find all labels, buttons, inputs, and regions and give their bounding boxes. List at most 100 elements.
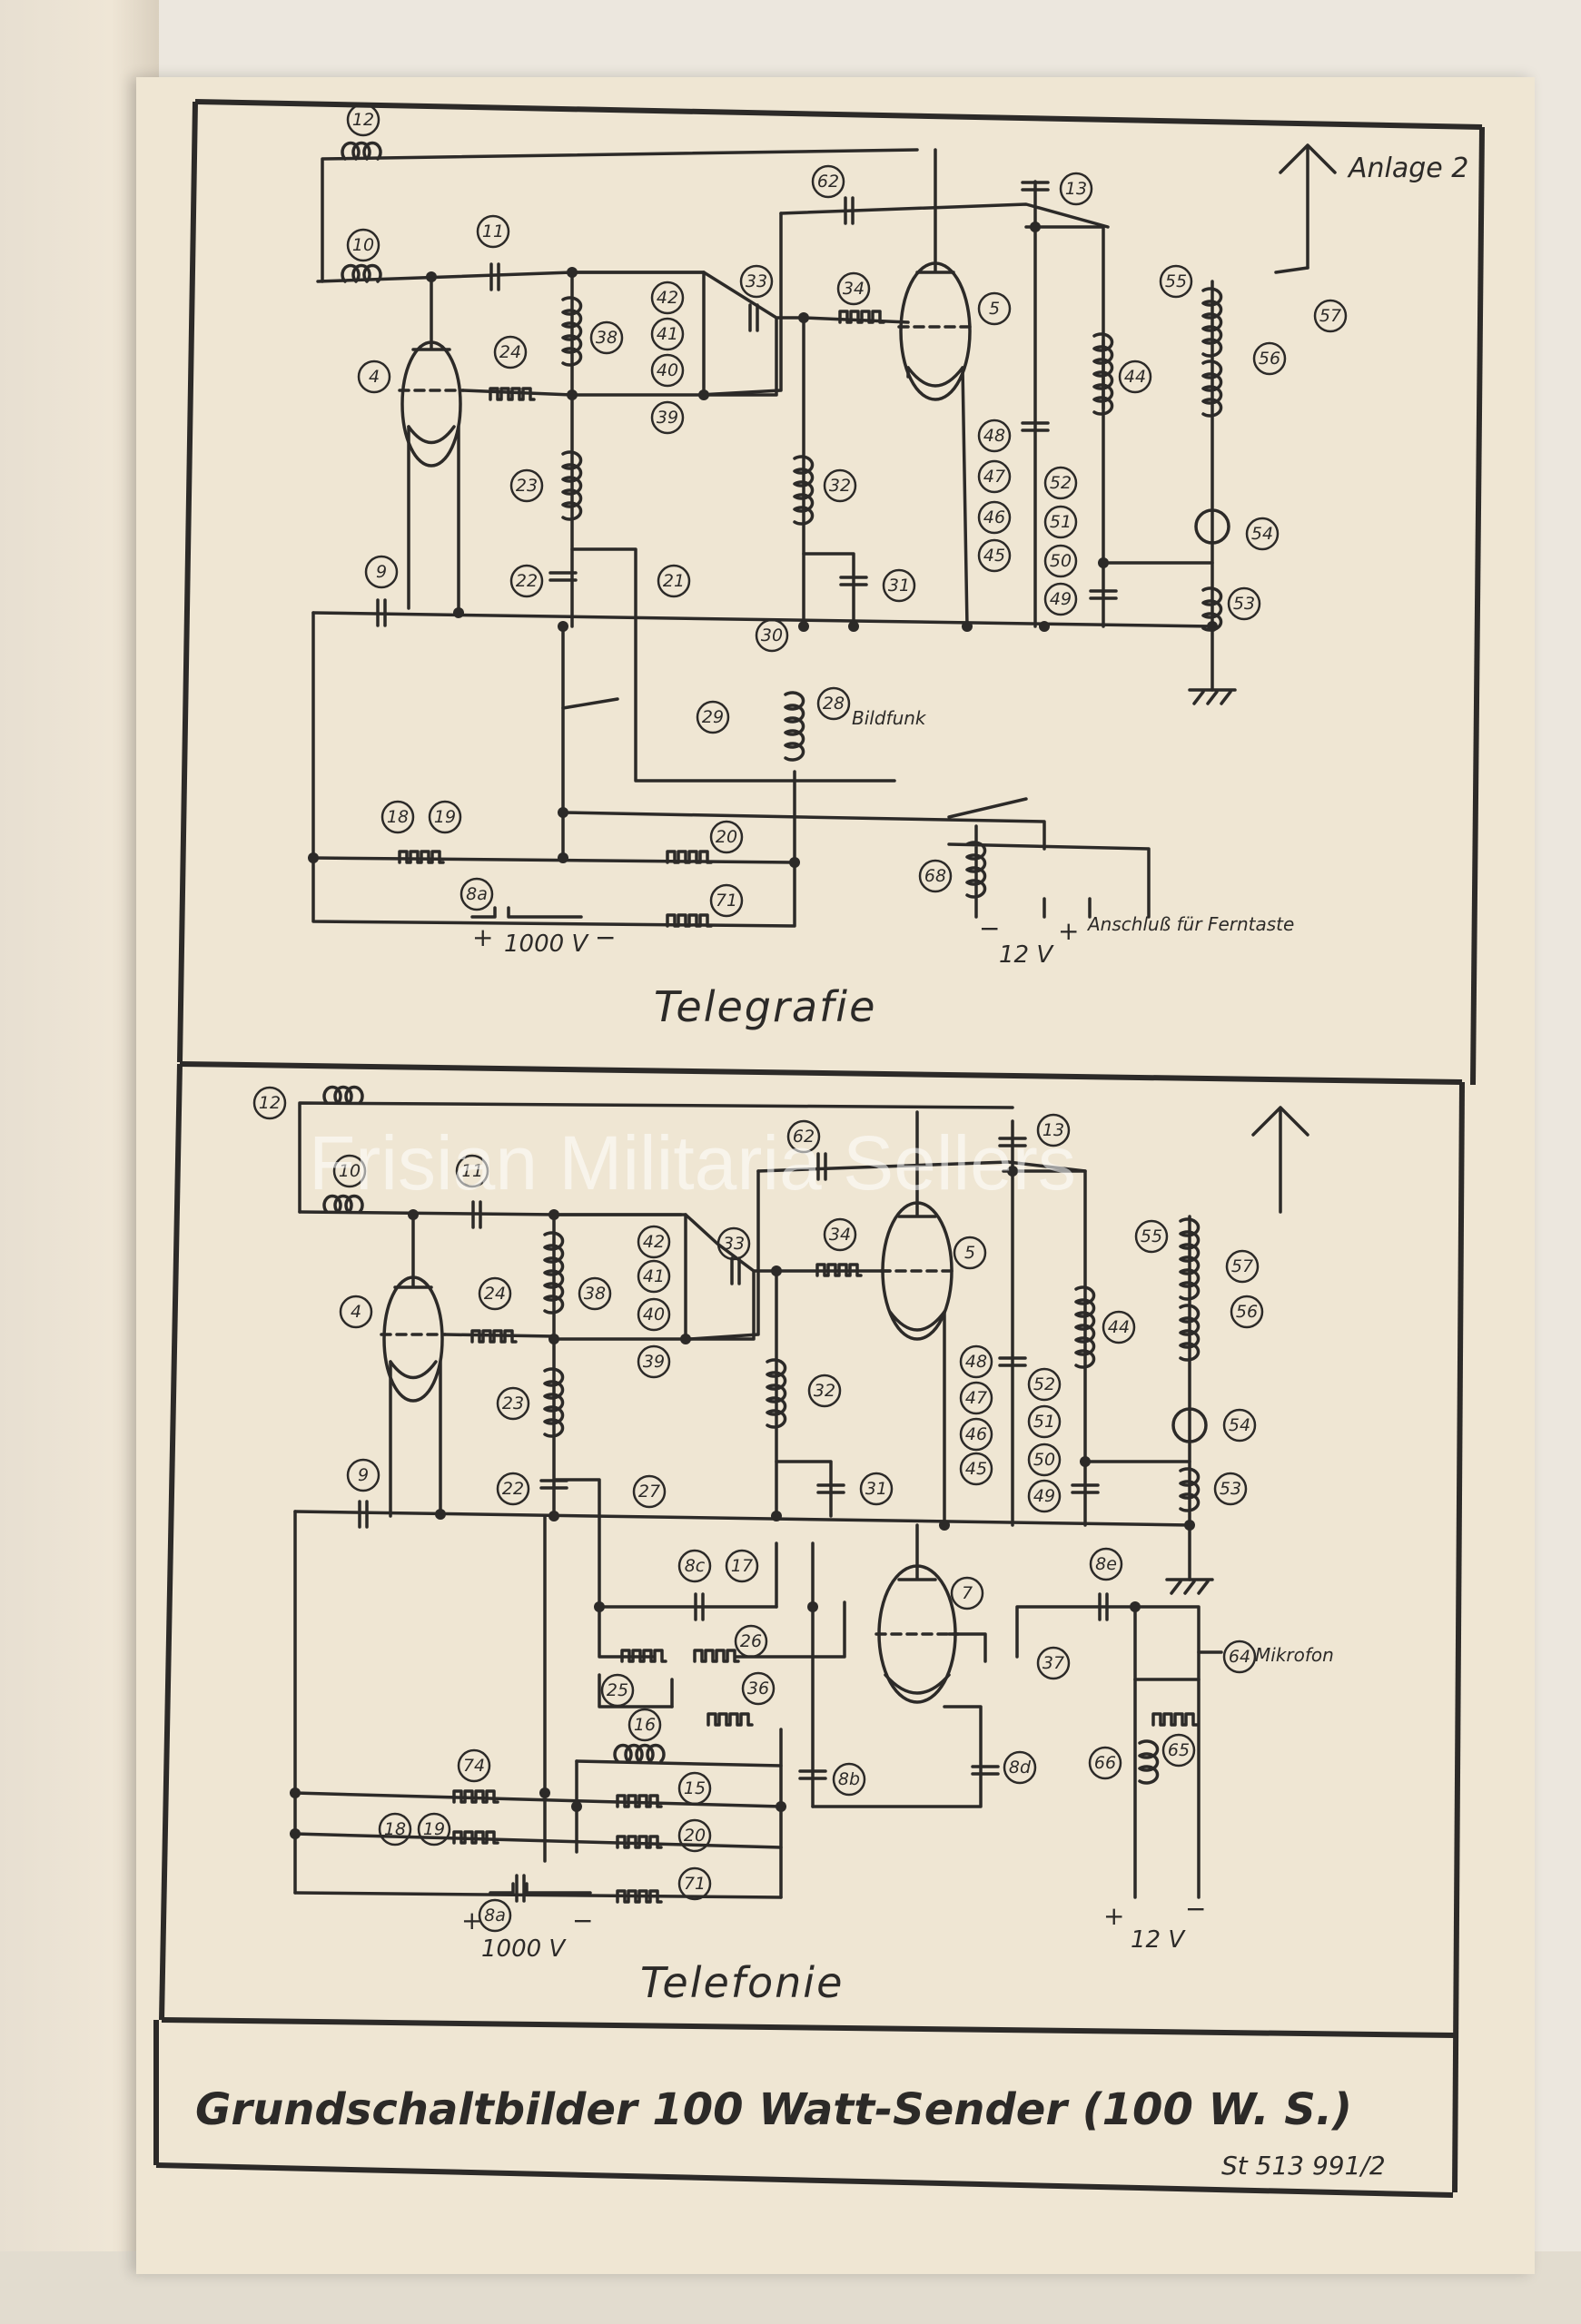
svg-text:5: 5	[989, 299, 1000, 319]
junction-dot	[1030, 222, 1041, 232]
resistor-15	[616, 1794, 663, 1808]
telegrafie-circuit	[311, 143, 1337, 928]
junction-dot	[789, 857, 800, 868]
svg-text:24: 24	[484, 1284, 506, 1304]
svg-text:28: 28	[823, 694, 845, 714]
coil-57	[1201, 359, 1223, 418]
svg-text:5: 5	[964, 1243, 975, 1263]
svg-text:39: 39	[657, 408, 678, 428]
svg-text:42: 42	[657, 288, 678, 308]
telefonie-component-callout: 56	[1230, 1295, 1264, 1329]
page-frame	[153, 99, 1485, 2198]
svg-text:38: 38	[596, 328, 618, 348]
capacitor-13	[1021, 181, 1050, 192]
svg-text:36: 36	[747, 1679, 769, 1699]
telegrafie-component-callout: 46	[977, 500, 1012, 535]
junction-dot	[548, 1209, 559, 1220]
junction-dot	[798, 621, 809, 632]
telefonie-component-callout: 31	[859, 1472, 894, 1506]
telegrafie-component-callout: 24	[493, 335, 528, 369]
telefonie-component-callout: 44	[1102, 1310, 1136, 1344]
capacitor-9	[358, 1500, 369, 1529]
telefonie-component-callout: 64	[1222, 1640, 1257, 1674]
junction-dot	[848, 621, 859, 632]
svg-text:66: 66	[1094, 1753, 1116, 1773]
telefonie-component-callout: 37	[1036, 1646, 1071, 1680]
svg-text:8d: 8d	[1009, 1758, 1032, 1777]
svg-text:55: 55	[1165, 271, 1187, 291]
svg-text:47: 47	[965, 1388, 987, 1408]
telefonie-component-callout: 8e	[1089, 1547, 1123, 1581]
junction-dot	[435, 1509, 446, 1520]
svg-text:71: 71	[716, 891, 737, 911]
svg-text:56: 56	[1259, 349, 1280, 369]
svg-text:45: 45	[983, 546, 1005, 566]
junction-dot	[539, 1787, 550, 1798]
junction-dot	[571, 1801, 582, 1812]
svg-text:38: 38	[584, 1284, 606, 1304]
svg-text:25: 25	[607, 1680, 628, 1700]
telegrafie-component-callout: 38	[589, 320, 624, 355]
telefonie-component-callout: 55	[1134, 1219, 1169, 1254]
telefonie-component-callout: 51	[1027, 1404, 1062, 1439]
junction-dot	[594, 1601, 605, 1612]
svg-text:10: 10	[339, 1161, 361, 1181]
telefonie-component-callout: 48	[959, 1344, 993, 1379]
junction-dot	[962, 621, 973, 632]
svg-text:12: 12	[352, 110, 374, 130]
resistor-24	[470, 1329, 518, 1344]
telefonie-component-callout: 74	[457, 1748, 491, 1783]
telegrafie-component-callout: 47	[977, 459, 1012, 494]
telegrafie-title: Telegrafie	[654, 982, 876, 1031]
microphone-label: Mikrofon	[1255, 1644, 1334, 1666]
svg-text:27: 27	[638, 1482, 660, 1502]
resistor-74	[452, 1789, 499, 1804]
junction-dot	[771, 1265, 782, 1276]
svg-text:68: 68	[924, 866, 946, 886]
telegrafie-component-callout: 55	[1159, 264, 1193, 299]
svg-text:44: 44	[1108, 1317, 1130, 1337]
coil-44	[1092, 332, 1114, 416]
telefonie-component-callout: 11	[455, 1154, 489, 1188]
telegrafie-component-callout: 45	[977, 538, 1012, 573]
junction-dot	[698, 389, 709, 400]
telegrafie-component-callout: 62	[811, 164, 845, 199]
document-number: St 513 991/2	[1221, 2151, 1386, 2181]
coil-12	[341, 141, 382, 161]
svg-text:32: 32	[814, 1381, 835, 1401]
svg-text:18: 18	[387, 807, 409, 827]
capacitor-11	[471, 1200, 482, 1229]
telefonie-component-callout: 33	[716, 1226, 751, 1261]
telefonie-component-callout: 42	[637, 1225, 671, 1259]
capacitor-48	[998, 1356, 1027, 1367]
svg-text:8a: 8a	[466, 884, 488, 904]
resistor-26	[693, 1649, 740, 1663]
remote-key-label: Anschluß für Ferntaste	[1086, 913, 1294, 935]
telegrafie-component-callout: 49	[1043, 582, 1078, 616]
svg-text:8b: 8b	[838, 1769, 860, 1789]
coil-38	[543, 1231, 565, 1315]
resistor-19	[452, 1830, 499, 1845]
telefonie-component-callout: 15	[677, 1771, 712, 1806]
svg-text:54: 54	[1229, 1415, 1250, 1435]
top-12v-plus: +	[1058, 916, 1079, 946]
telefonie-component-callout: 12	[252, 1086, 287, 1120]
capacitor-8b	[798, 1769, 827, 1780]
capacitor-22	[539, 1479, 568, 1490]
svg-text:33: 33	[746, 271, 767, 291]
svg-text:9: 9	[376, 562, 387, 582]
telegrafie-component-callout: 33	[739, 264, 774, 299]
telefonie-component-callout: 62	[786, 1119, 821, 1154]
junction-dot	[290, 1787, 301, 1798]
telefonie-component-callout: 39	[637, 1344, 671, 1379]
bottom-12v-plus: +	[1103, 1901, 1124, 1931]
resistor-34	[838, 310, 885, 324]
telegrafie-component-callout: 56	[1252, 341, 1287, 376]
watermark: Frisian Militaria Sellers	[309, 1120, 1076, 1206]
telefonie-component-callout: 34	[823, 1217, 857, 1252]
coil-23	[543, 1367, 565, 1438]
telefonie-component-callout: 17	[725, 1549, 759, 1583]
telefonie-component-callout: 8c	[677, 1549, 712, 1583]
